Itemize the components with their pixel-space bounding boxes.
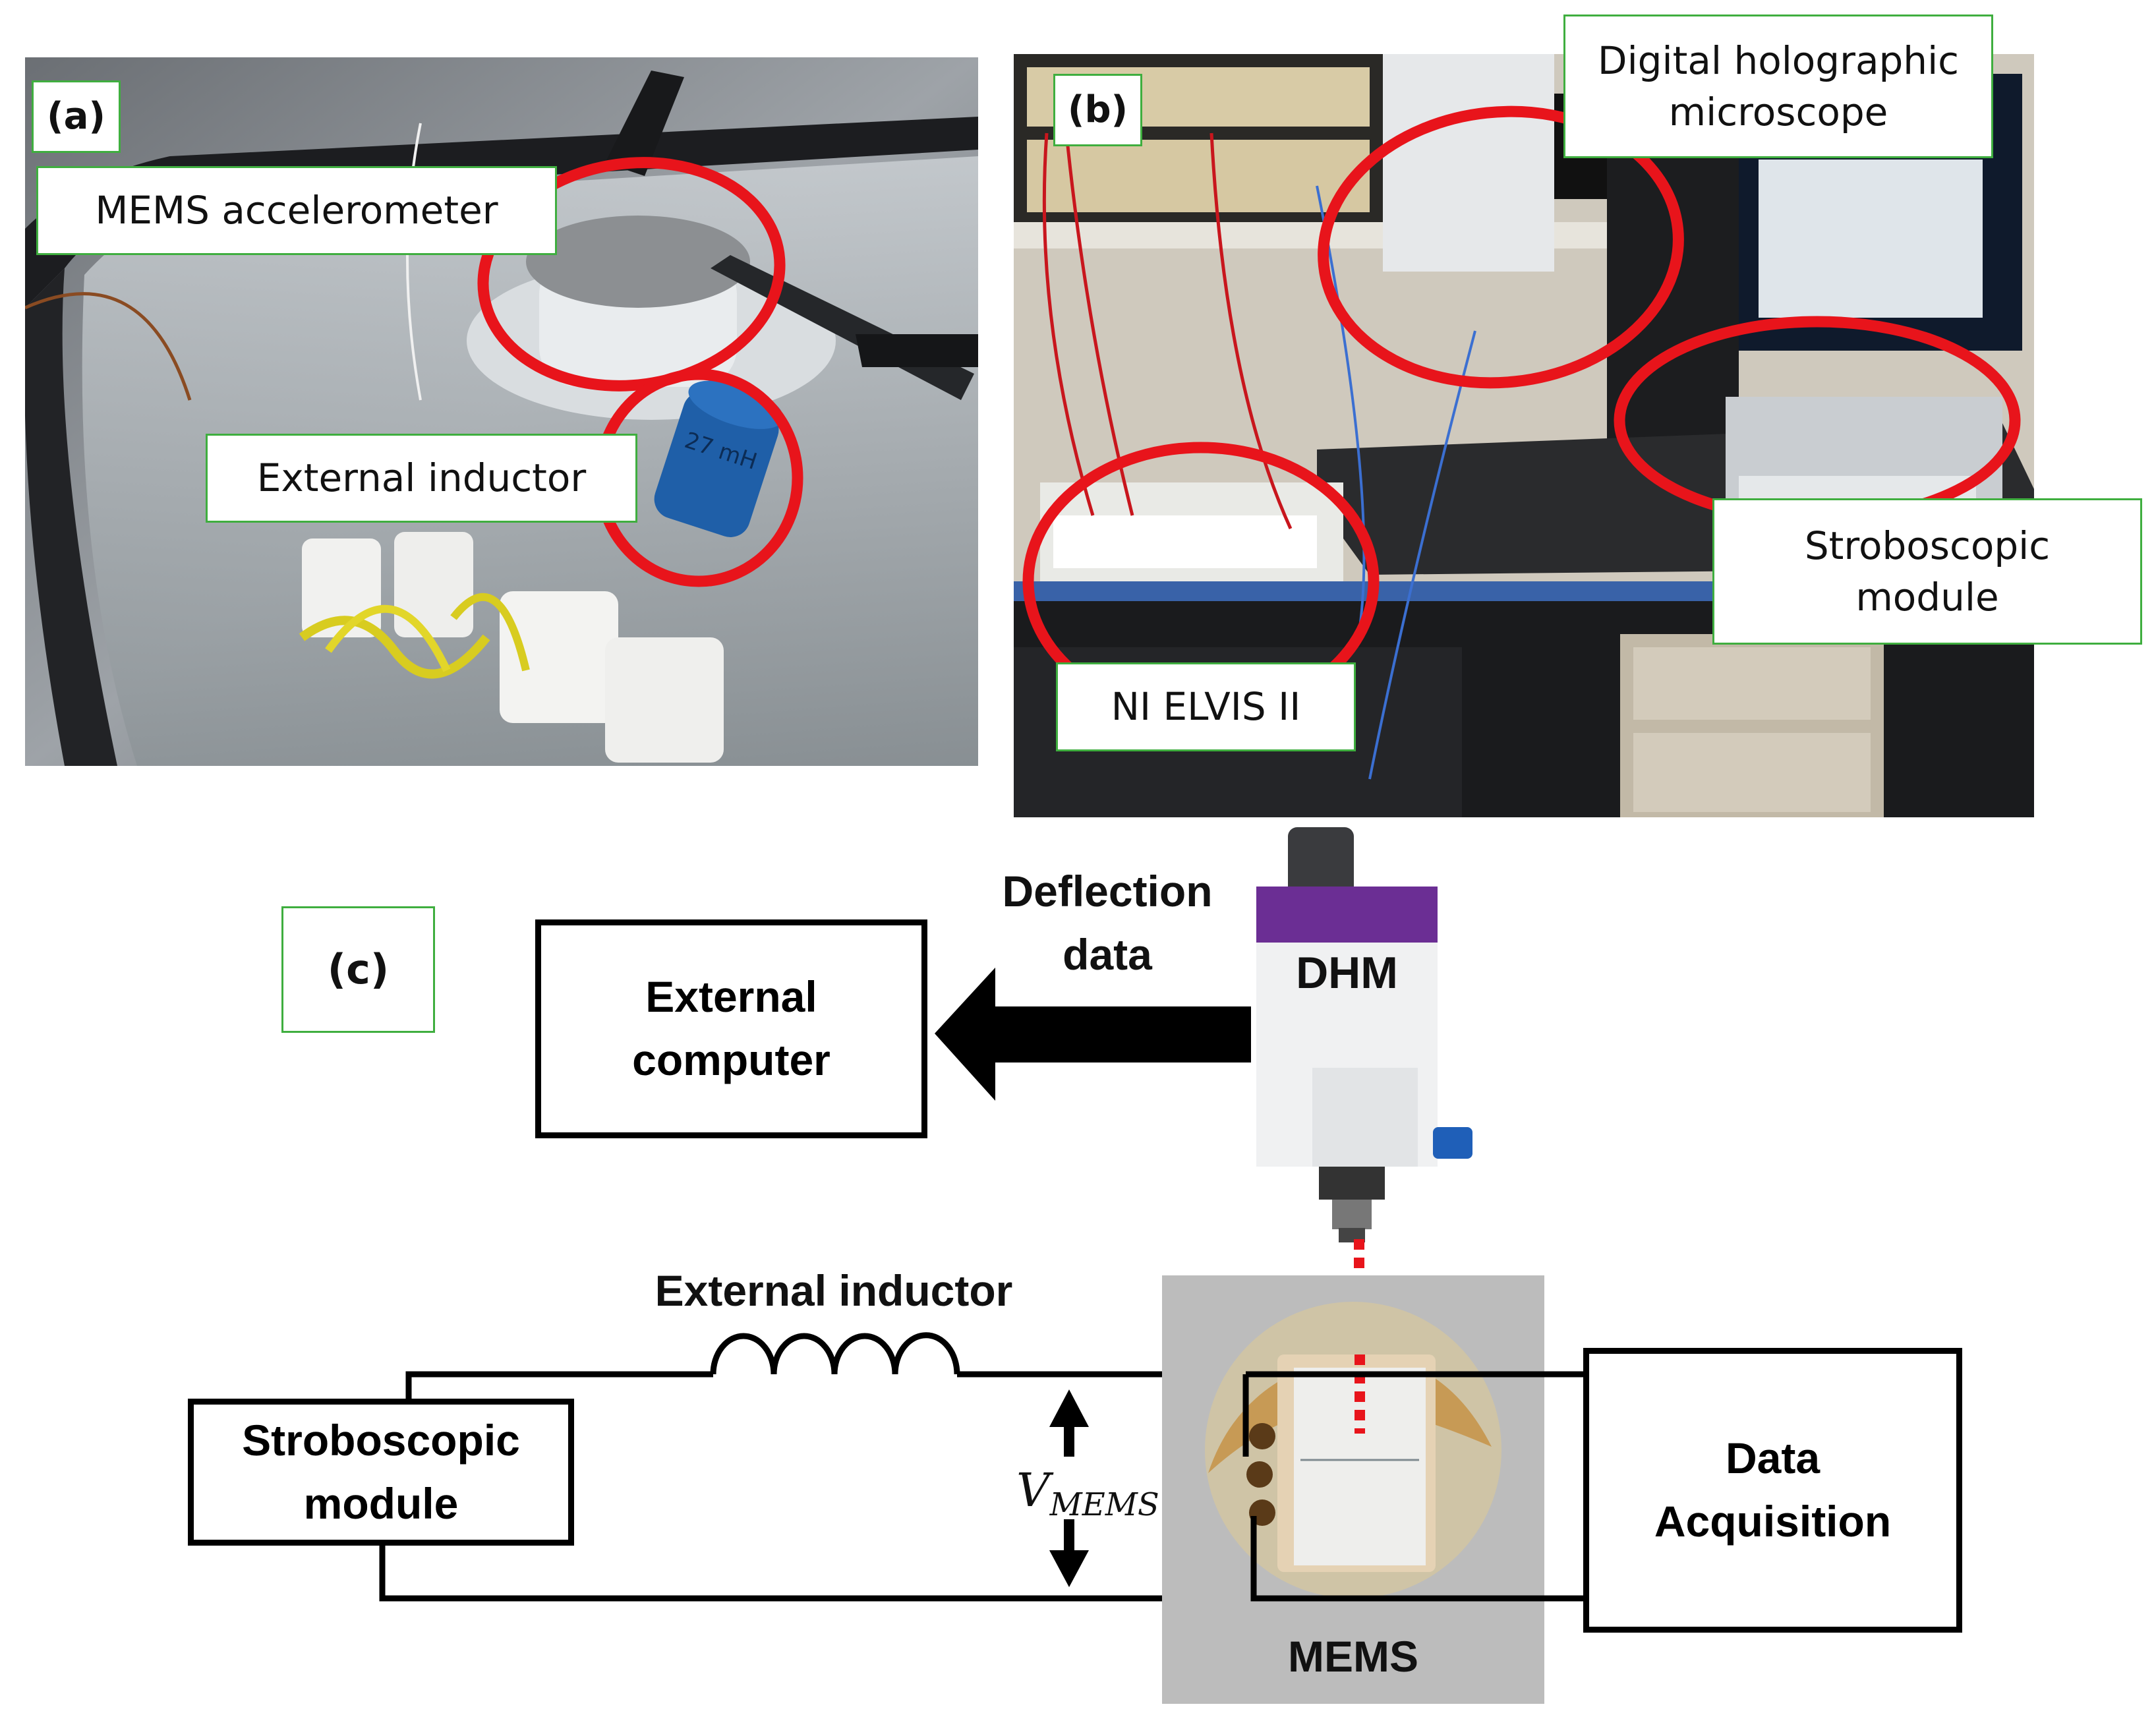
panel-b-tag: (b) xyxy=(1053,74,1142,146)
panel-a-tag: (a) xyxy=(32,80,121,153)
stroboscopic-line1: Stroboscopic xyxy=(242,1415,520,1465)
data-acq-line2: Acquisition xyxy=(1654,1497,1892,1546)
label-dhm-line1: Digital holographic xyxy=(1597,38,1960,83)
panel-c-tag: (c) xyxy=(281,906,435,1033)
deflection-line2: data xyxy=(1063,929,1152,979)
label-ni-elvis: NI ELVIS II xyxy=(1056,662,1356,751)
inductor-coil xyxy=(710,1332,960,1375)
external-computer-box: External computer xyxy=(535,919,927,1138)
data-acq-line1: Data xyxy=(1725,1434,1821,1483)
voltage-arrow-down xyxy=(1049,1519,1089,1587)
wire-top-left xyxy=(405,1371,713,1403)
label-dhm-line2: microscope xyxy=(1668,90,1888,134)
label-strobe-line1: Stroboscopic xyxy=(1804,523,2051,568)
dhm-device: DHM xyxy=(1256,827,1507,1249)
stroboscopic-module-box: Stroboscopic module xyxy=(188,1399,574,1546)
dhm-label: DHM xyxy=(1296,948,1398,998)
external-inductor-label: External inductor xyxy=(655,1266,1013,1315)
label-external-inductor: External inductor xyxy=(206,434,637,523)
voltage-symbol: V xyxy=(1016,1463,1050,1517)
deflection-arrow xyxy=(935,968,1251,1101)
label-stroboscopic-module-photo: Stroboscopic module xyxy=(1712,498,2142,645)
label-mems-accelerometer: MEMS accelerometer xyxy=(36,166,557,255)
external-computer-line2: computer xyxy=(632,1035,830,1084)
label-digital-holographic-microscope: Digital holographic microscope xyxy=(1563,15,1993,158)
deflection-data-label: Deflection data xyxy=(962,860,1252,986)
external-computer-line1: External xyxy=(645,972,817,1022)
data-acquisition-box: Data Acquisition xyxy=(1583,1348,1962,1633)
voltage-label: VMEMS xyxy=(1016,1463,1159,1523)
voltage-subscript: MEMS xyxy=(1049,1486,1159,1523)
label-strobe-line2: module xyxy=(1855,575,1999,620)
mems-label: MEMS xyxy=(1288,1632,1418,1681)
deflection-line1: Deflection xyxy=(1002,867,1213,916)
voltage-arrow-up xyxy=(1049,1389,1089,1457)
ring-microscope xyxy=(1318,105,1684,389)
stroboscopic-line2: module xyxy=(303,1478,459,1528)
